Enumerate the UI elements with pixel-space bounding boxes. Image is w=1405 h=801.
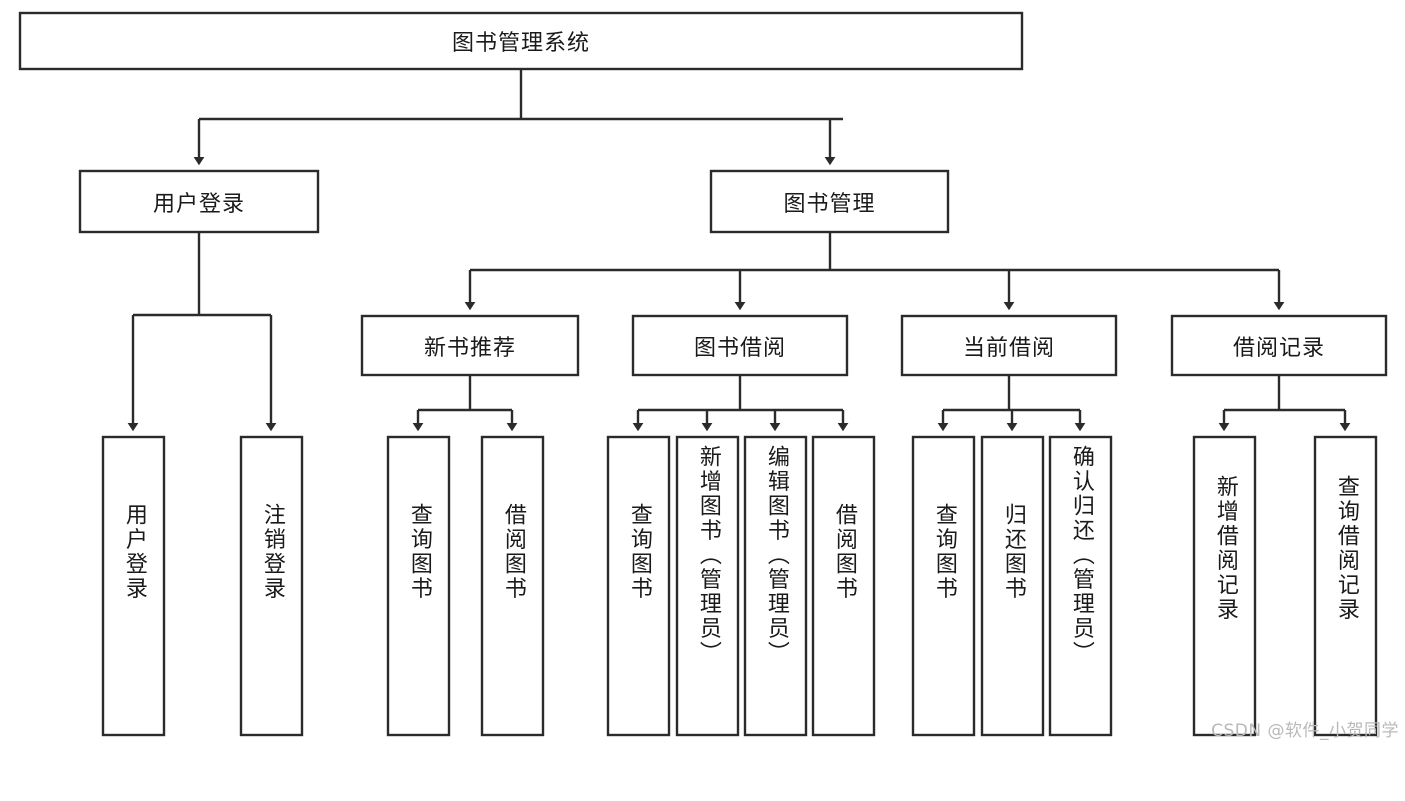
node-box-user-login[interactable] bbox=[78, 169, 320, 234]
flowchart-canvas: 图书管理系统 用户登录 图书管理 新书推荐 图书借阅 当前借阅 借阅记录 用户登… bbox=[18, 11, 1399, 741]
node-box-book-manage[interactable] bbox=[709, 169, 950, 234]
node-box-current-borrow[interactable] bbox=[900, 314, 1118, 377]
node-box-leaf-logout[interactable] bbox=[239, 435, 304, 737]
node-box-leaf-borrow-book-rec[interactable] bbox=[480, 435, 545, 737]
connector-bookmanage-to-level3 bbox=[464, 232, 1285, 311]
node-box-book-borrow[interactable] bbox=[631, 314, 849, 377]
connector-newbook-to-leaves bbox=[412, 375, 518, 432]
node-box-leaf-query-record[interactable] bbox=[1313, 435, 1378, 737]
node-box-leaf-borrow-book-bor[interactable] bbox=[811, 435, 876, 737]
node-box-leaf-user-login[interactable] bbox=[101, 435, 166, 737]
flowchart-svg bbox=[18, 11, 1388, 737]
connector-root-to-level2 bbox=[193, 69, 843, 166]
connector-currentborrow-to-leaves bbox=[937, 375, 1086, 432]
connector-userlogin-to-leaves bbox=[127, 232, 277, 432]
node-box-borrow-record[interactable] bbox=[1170, 314, 1388, 377]
node-box-leaf-add-book[interactable] bbox=[675, 435, 740, 737]
node-box-leaf-return-book[interactable] bbox=[980, 435, 1045, 737]
node-box-leaf-query-book-cur[interactable] bbox=[911, 435, 976, 737]
csdn-watermark: CSDN @软件_小贺同学 bbox=[1211, 721, 1399, 741]
connector-bookborrow-to-leaves bbox=[632, 375, 849, 432]
node-box-new-book-recommend[interactable] bbox=[360, 314, 580, 377]
node-box-leaf-query-book-bor[interactable] bbox=[606, 435, 671, 737]
node-box-leaf-add-record[interactable] bbox=[1192, 435, 1257, 737]
connector-borrowrecord-to-leaves bbox=[1218, 375, 1351, 432]
node-box-leaf-query-book-rec[interactable] bbox=[386, 435, 451, 737]
node-box-leaf-confirm-return[interactable] bbox=[1048, 435, 1113, 737]
node-box-leaf-edit-book[interactable] bbox=[743, 435, 808, 737]
node-box-root[interactable] bbox=[18, 11, 1024, 71]
